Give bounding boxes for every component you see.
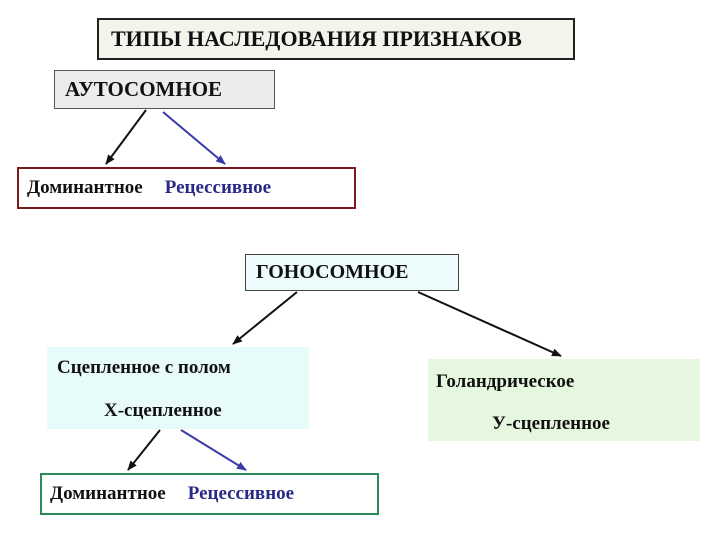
sex-linked-label: Сцепленное с полом <box>57 357 231 378</box>
arrow-sex-linked-to-recessive <box>180 429 247 471</box>
sex-linked-dominant-label: Доминантное <box>50 483 166 504</box>
arrow-autosomal-to-recessive <box>162 111 226 165</box>
holandric-node: Голандрическое У-сцепленное <box>428 359 700 441</box>
y-linked-label: У-сцепленное <box>492 413 610 434</box>
sex-linked-types-node: Доминантное Рецессивное <box>40 473 379 515</box>
arrow-gonosomal-to-sex-linked <box>232 291 298 345</box>
autosomal-dominant-label: Доминантное <box>27 177 143 198</box>
autosomal-types-node: Доминантное Рецессивное <box>17 167 356 209</box>
holandric-label: Голандрическое <box>436 371 575 392</box>
x-linked-label: Х-сцепленное <box>104 400 222 421</box>
sex-linked-node: Сцепленное с полом Х-сцепленное <box>47 347 309 429</box>
arrow-gonosomal-to-holandric <box>417 291 562 357</box>
arrow-autosomal-to-dominant <box>105 109 147 165</box>
gonosomal-node: ГОНОСОМНОЕ <box>245 254 459 291</box>
autosomal-node: АУТОСОМНОЕ <box>54 70 275 109</box>
arrow-sex-linked-to-dominant <box>127 429 161 471</box>
diagram-title: ТИПЫ НАСЛЕДОВАНИЯ ПРИЗНАКОВ <box>97 18 575 60</box>
sex-linked-recessive-label: Рецессивное <box>187 483 295 504</box>
autosomal-recessive-label: Рецессивное <box>164 177 272 198</box>
